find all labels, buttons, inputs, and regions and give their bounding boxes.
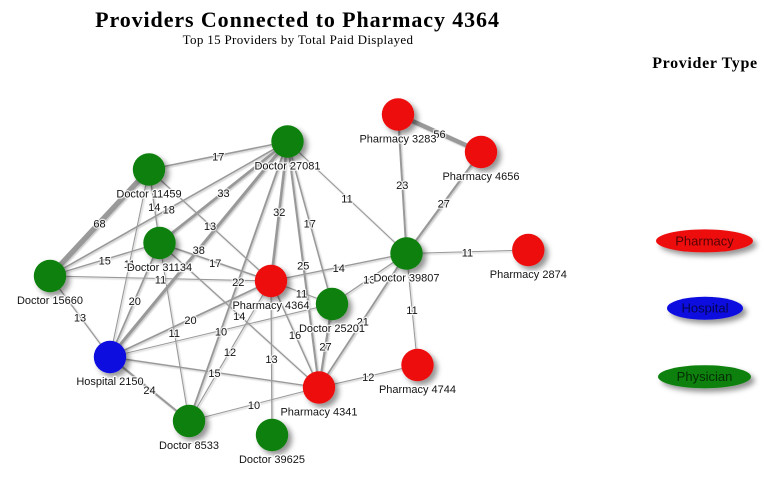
svg-text:25: 25 [297,260,309,272]
svg-text:Doctor 27081: Doctor 27081 [254,161,320,173]
svg-text:11: 11 [341,193,352,205]
svg-text:Doctor 31134: Doctor 31134 [127,262,192,274]
svg-text:Doctor 8533: Doctor 8533 [159,440,219,452]
svg-text:Doctor 25201: Doctor 25201 [299,323,365,335]
svg-text:17: 17 [304,219,316,231]
svg-text:32: 32 [273,207,285,219]
svg-text:17: 17 [209,258,221,270]
svg-text:15: 15 [99,255,111,267]
svg-text:Pharmacy 4364: Pharmacy 4364 [232,300,309,312]
svg-text:Hospital 2150: Hospital 2150 [76,376,143,388]
svg-text:10: 10 [215,326,227,338]
svg-text:23: 23 [396,180,408,192]
svg-text:14: 14 [333,263,345,275]
svg-text:27: 27 [319,342,331,354]
svg-text:56: 56 [433,129,445,141]
svg-text:Doctor 15660: Doctor 15660 [17,295,83,307]
svg-text:11: 11 [169,328,180,340]
svg-text:20: 20 [129,296,141,308]
svg-text:11: 11 [462,248,473,260]
svg-text:Pharmacy 2874: Pharmacy 2874 [490,269,567,281]
svg-text:13: 13 [265,354,277,366]
svg-text:14: 14 [148,202,160,214]
svg-text:Pharmacy 3283: Pharmacy 3283 [359,134,436,146]
svg-text:12: 12 [362,372,374,384]
svg-text:11: 11 [124,259,135,271]
svg-text:10: 10 [248,400,260,412]
svg-text:27: 27 [438,199,450,211]
svg-text:Pharmacy: Pharmacy [675,233,734,248]
svg-text:17: 17 [212,151,224,163]
svg-text:Doctor 39625: Doctor 39625 [239,454,305,466]
svg-text:12: 12 [224,347,236,359]
svg-text:14: 14 [233,311,245,323]
svg-text:20: 20 [184,315,196,327]
svg-text:68: 68 [93,219,105,231]
svg-text:15: 15 [208,368,220,380]
svg-text:24: 24 [143,385,155,397]
svg-text:22: 22 [232,277,244,289]
svg-text:Physician: Physician [677,369,733,384]
svg-text:Hospital: Hospital [682,301,729,316]
svg-text:33: 33 [217,188,229,200]
svg-text:Pharmacy 4656: Pharmacy 4656 [442,171,519,183]
svg-text:13: 13 [74,312,86,324]
svg-text:21: 21 [357,316,369,328]
svg-text:Pharmacy 4744: Pharmacy 4744 [379,384,456,396]
svg-text:11: 11 [406,305,417,317]
svg-text:13: 13 [363,275,375,287]
svg-text:13: 13 [204,221,216,233]
svg-text:11: 11 [155,274,166,286]
svg-text:16: 16 [289,330,301,342]
svg-text:38: 38 [193,245,205,257]
svg-text:Doctor 39807: Doctor 39807 [373,273,439,285]
svg-text:11: 11 [296,288,307,300]
svg-text:18: 18 [163,205,175,217]
svg-text:Pharmacy 4341: Pharmacy 4341 [280,407,357,419]
svg-text:Doctor 11459: Doctor 11459 [116,189,181,201]
